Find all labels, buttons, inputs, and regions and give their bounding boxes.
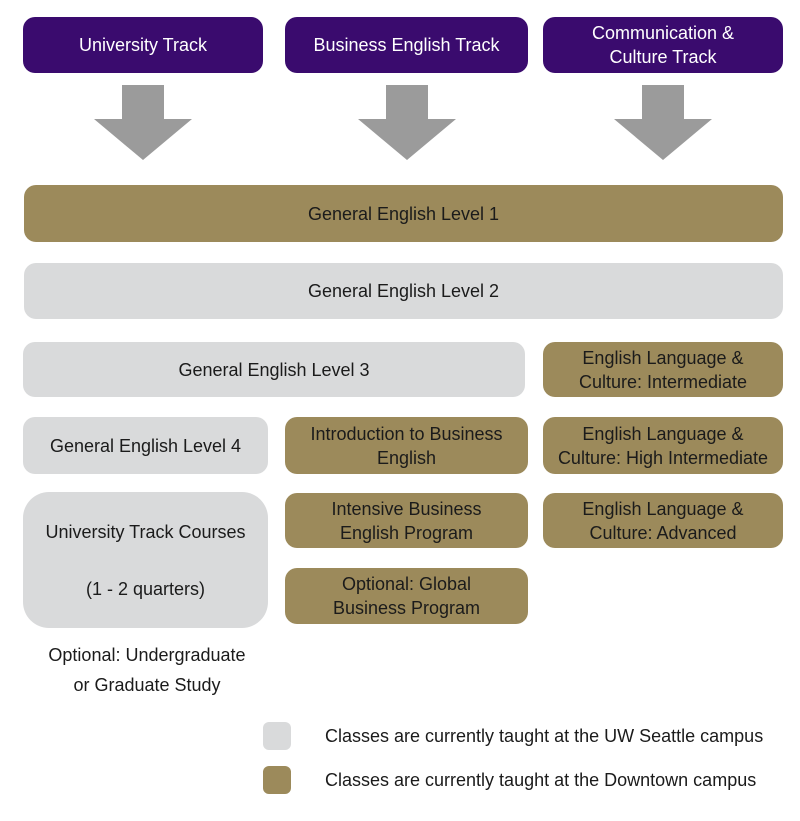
course-label: General English Level 1 xyxy=(307,203,500,224)
note-line: or Graduate Study xyxy=(73,675,221,695)
track-header-label: Communication & xyxy=(591,23,735,43)
course-label: General English Level 3 xyxy=(178,359,370,380)
course-label: Introduction to Business xyxy=(310,423,503,444)
course-box-global-business-program: Optional: Global Business Program xyxy=(285,568,528,624)
course-label: General English Level 4 xyxy=(49,435,242,456)
course-label: English Program xyxy=(339,522,474,543)
note-optional-study: Optional: Undergraduate or Graduate Stud… xyxy=(16,640,278,700)
down-arrow-icon xyxy=(614,85,712,160)
track-header-communication-culture: Communication & Culture Track xyxy=(543,17,783,73)
track-header-university: University Track xyxy=(23,17,263,73)
legend-item-uw-seattle: Classes are currently taught at the UW S… xyxy=(263,722,763,750)
course-label: English xyxy=(376,447,437,468)
course-label: University Track Courses xyxy=(45,521,246,542)
track-header-label: Business English Track xyxy=(313,35,500,55)
course-box-general-english-level-2: General English Level 2 xyxy=(24,263,783,319)
course-label: English Language & xyxy=(582,347,744,368)
course-label: Culture: High Intermediate xyxy=(557,447,769,468)
course-label: Culture: Intermediate xyxy=(578,371,748,392)
note-line: Optional: Undergraduate xyxy=(48,645,246,665)
legend-label: Classes are currently taught at the UW S… xyxy=(325,725,764,746)
course-label: General English Level 2 xyxy=(307,281,500,301)
course-box-general-english-level-4: General English Level 4 xyxy=(23,417,268,474)
course-label: Intensive Business xyxy=(331,498,482,519)
course-label: Business Program xyxy=(332,598,481,618)
track-header-label: Culture Track xyxy=(609,47,717,67)
legend-item-downtown: Classes are currently taught at the Down… xyxy=(263,766,756,794)
course-box-intensive-business-english: Intensive Business English Program xyxy=(285,493,528,548)
course-box-general-english-level-3: General English Level 3 xyxy=(23,342,525,397)
course-box-elc-intermediate: English Language & Culture: Intermediate xyxy=(543,342,783,397)
course-box-general-english-level-1: General English Level 1 xyxy=(24,185,783,242)
course-box-elc-high-intermediate: English Language & Culture: High Interme… xyxy=(543,417,783,474)
track-header-business-english: Business English Track xyxy=(285,17,528,73)
down-arrow-icon xyxy=(358,85,456,160)
course-box-university-track-courses: University Track Courses (1 - 2 quarters… xyxy=(23,492,268,628)
legend-swatch-downtown xyxy=(263,766,291,794)
course-label: Optional: Global xyxy=(341,574,472,594)
down-arrow-icon xyxy=(94,85,192,160)
course-label: English Language & xyxy=(582,498,744,519)
course-label: Culture: Advanced xyxy=(589,522,737,543)
course-label: (1 - 2 quarters) xyxy=(85,578,206,599)
legend-swatch-uw-seattle xyxy=(263,722,291,750)
course-box-elc-advanced: English Language & Culture: Advanced xyxy=(543,493,783,548)
course-label: English Language & xyxy=(582,423,744,444)
course-box-intro-business-english: Introduction to Business English xyxy=(285,417,528,474)
track-header-label: University Track xyxy=(78,35,208,55)
legend-label: Classes are currently taught at the Down… xyxy=(325,769,757,790)
